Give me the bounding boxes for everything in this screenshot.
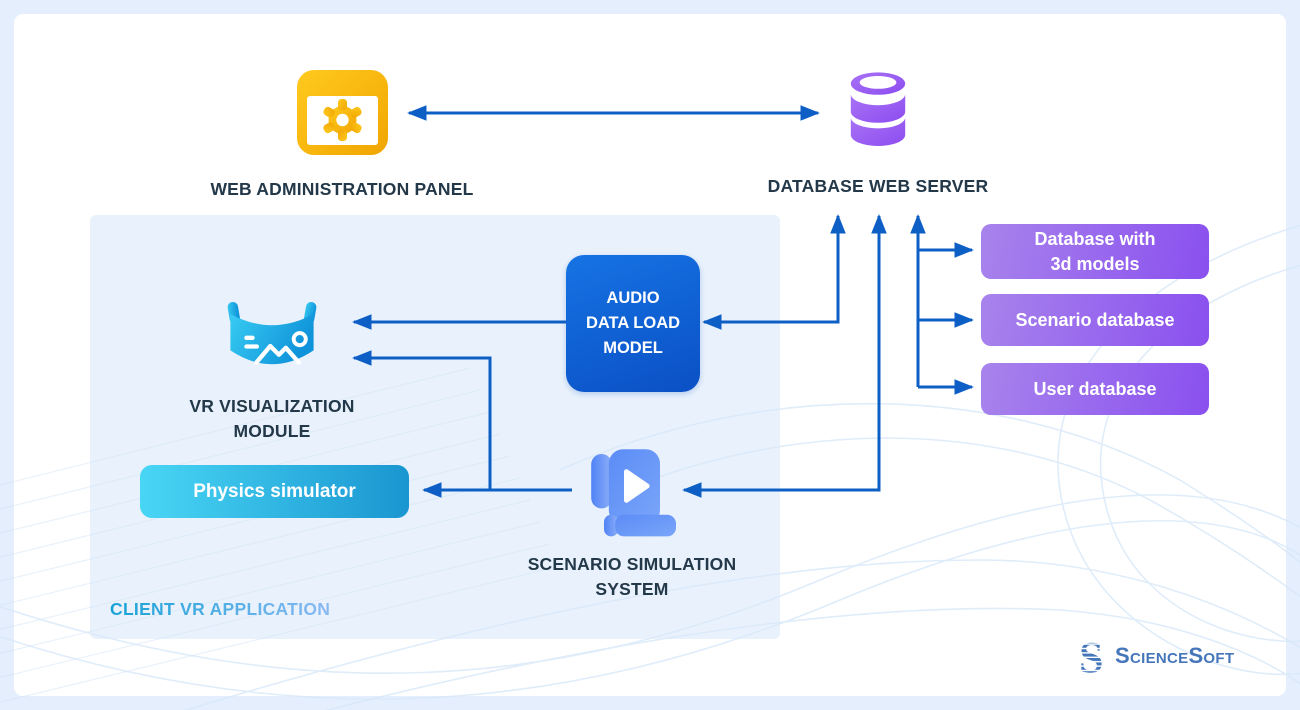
vr-headset-icon	[227, 301, 317, 365]
web-admin-panel-node: WEB ADMINISTRATION PANEL	[172, 70, 512, 202]
physics-simulator-label: Physics simulator	[193, 480, 356, 502]
database-web-server-node: DATABASE WEB SERVER	[708, 66, 1048, 199]
scenario-database-label: Scenario database	[1015, 309, 1175, 330]
user-database-box: User database	[981, 363, 1209, 415]
database-3d-models-box: Database with 3d models	[981, 224, 1209, 279]
physics-simulator-box: Physics simulator	[140, 465, 409, 518]
sciencesoft-s-mark-icon: S	[1079, 636, 1103, 676]
audio-data-load-model-box: AUDIO DATA LOAD MODEL	[566, 255, 700, 392]
scenario-simulation-system-node: SCENARIO SIMULATION SYSTEM	[492, 446, 772, 602]
scroll-play-icon	[591, 449, 676, 537]
browser-gear-icon	[296, 70, 388, 155]
scenario-database-box: Scenario database	[981, 294, 1209, 346]
svg-text:S: S	[1079, 636, 1103, 676]
audio-data-load-model-label: AUDIO DATA LOAD MODEL	[585, 289, 681, 357]
vr-visualization-module-node: VR VISUALIZATION MODULE	[142, 296, 402, 444]
web-admin-panel-label: WEB ADMINISTRATION PANEL	[210, 179, 474, 199]
sciencesoft-logo-text: ScienceSoft	[1115, 643, 1235, 668]
client-vr-application-label: CLIENT VR APPLICATION	[110, 599, 331, 619]
database-cylinder-icon	[850, 72, 906, 146]
database-3d-models-label: Database with 3d models	[1034, 229, 1156, 274]
database-web-server-label: DATABASE WEB SERVER	[767, 176, 989, 196]
sciencesoft-logo: S ScienceSoft	[1078, 636, 1234, 676]
scenario-simulation-system-label: SCENARIO SIMULATION SYSTEM	[527, 554, 737, 599]
vr-visualization-module-label: VR VISUALIZATION MODULE	[189, 396, 355, 441]
user-database-label: User database	[1033, 378, 1157, 399]
